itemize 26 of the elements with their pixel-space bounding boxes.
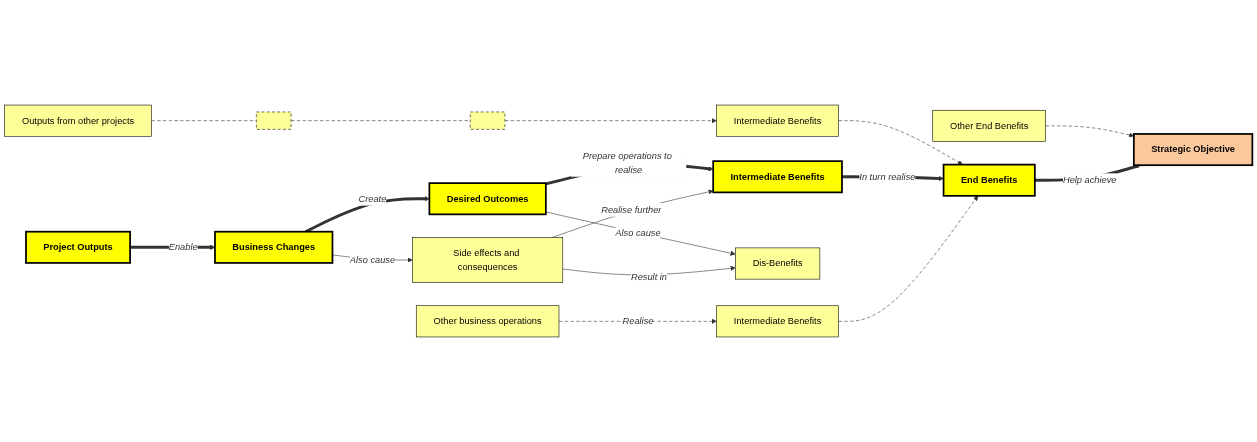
node-box: Other business operations [415, 305, 560, 338]
edge-label: Prepare operations to realise [582, 150, 672, 175]
node-box: Outputs from other projects [4, 104, 152, 137]
node-box [256, 111, 292, 130]
edge-label: Realise further [601, 204, 662, 215]
edge-label: Help achieve [1062, 175, 1117, 185]
edge-label: Realise [622, 316, 654, 326]
node-box: Side effects and consequences [412, 237, 564, 283]
edge-label: In turn realise [859, 171, 916, 182]
node-box: Strategic Objective [1132, 133, 1254, 167]
edge-label: Result in [630, 271, 667, 282]
edge-label: Also cause [615, 227, 661, 238]
node-box: Intermediate Benefits [716, 305, 839, 338]
node-box: Intermediate Benefits [716, 104, 839, 137]
node-box: Business Changes [214, 230, 334, 264]
node-box: Intermediate Benefits [712, 160, 843, 194]
node-box: Other End Benefits [932, 109, 1046, 142]
node-box: Desired Outcomes [428, 182, 547, 216]
node-box: End Benefits [942, 163, 1036, 197]
edge-label: Enable [168, 242, 198, 252]
node-box: Dis-Benefits [735, 247, 821, 280]
connector [151, 120, 257, 121]
edge-label: Also cause [349, 254, 396, 265]
edge-label: Create [358, 193, 387, 204]
node-box [469, 111, 506, 130]
node-box: Project Outputs [25, 230, 131, 264]
